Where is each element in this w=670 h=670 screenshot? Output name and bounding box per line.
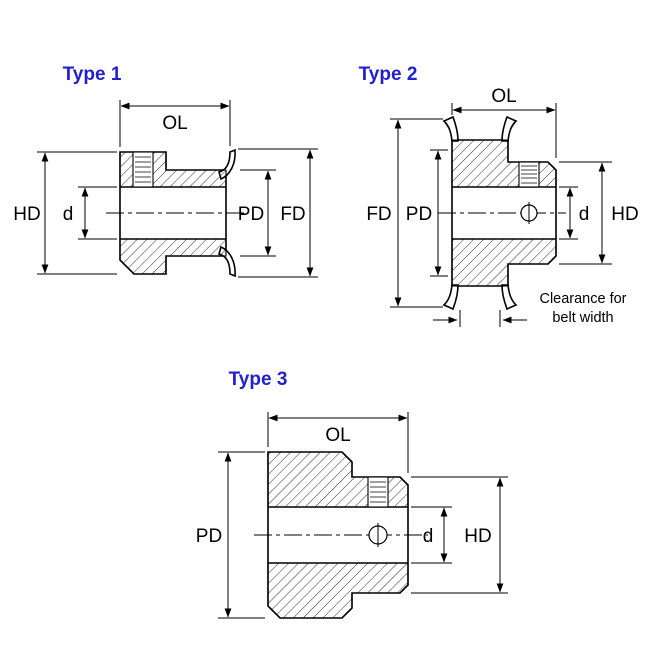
type2-clearance-note-line1: Clearance for xyxy=(539,291,626,307)
type2-d-dimension: d xyxy=(559,186,590,240)
type1-d-dimension: d xyxy=(63,186,117,240)
type2-flange-lip-top-right xyxy=(501,115,518,142)
type2-hatch-top xyxy=(451,139,557,188)
type2-ol-dimension: OL xyxy=(451,86,557,158)
type2-title: Type 2 xyxy=(359,64,418,85)
type3-ol-label: OL xyxy=(325,425,350,446)
type3-title: Type 3 xyxy=(229,369,288,390)
type2-ol-label: OL xyxy=(491,86,516,107)
type3-drawing: Type 3 OL PD xyxy=(196,369,508,619)
type3-pd-dimension: PD xyxy=(196,451,265,619)
type3-ol-dimension: OL xyxy=(267,412,409,473)
type3-hatch-bottom xyxy=(267,562,409,619)
type1-drawing: Type 1 OL HD xyxy=(13,64,318,278)
type1-title: Type 1 xyxy=(63,64,122,85)
type1-hd-dimension: HD xyxy=(13,151,117,275)
type2-pd-label: PD xyxy=(406,204,432,225)
type1-hd-label: HD xyxy=(13,204,40,225)
type3-pd-label: PD xyxy=(196,526,222,547)
type1-ol-label: OL xyxy=(162,113,187,134)
type2-flange-lip-bottom-left xyxy=(442,284,459,311)
type2-hatch-bottom xyxy=(451,238,557,287)
type2-clearance-note-line2: belt width xyxy=(552,310,613,326)
type1-ol-dimension: OL xyxy=(119,100,231,147)
type2-flange-lip-bottom-right xyxy=(501,284,518,311)
type2-pd-dimension: PD xyxy=(406,149,448,277)
type2-set-screw xyxy=(518,161,540,188)
type2-flange-lip-top-left xyxy=(442,115,459,142)
type2-set-screw-hole xyxy=(520,202,538,224)
type2-fd-dimension: FD xyxy=(366,118,443,308)
type3-d-label: d xyxy=(423,526,434,547)
type1-pd-label: PD xyxy=(238,204,264,225)
type2-hd-label: HD xyxy=(611,204,638,225)
type3-set-screw xyxy=(367,476,389,508)
type1-hatch-bottom xyxy=(119,238,227,275)
type2-fd-label: FD xyxy=(366,204,391,225)
type2-clearance-callout: Clearance for belt width xyxy=(433,291,627,327)
type3-hd-label: HD xyxy=(464,526,491,547)
type2-d-label: d xyxy=(579,204,590,225)
type1-d-label: d xyxy=(63,204,74,225)
type3-set-screw-hole xyxy=(368,523,388,547)
type1-pd-dimension: PD xyxy=(238,169,276,257)
type3-hd-dimension: HD xyxy=(411,476,508,594)
type3-d-dimension: d xyxy=(411,506,452,564)
type1-fd-dimension: FD xyxy=(238,148,318,278)
type1-fd-label: FD xyxy=(280,204,305,225)
type2-drawing: Type 2 OL xyxy=(359,64,639,327)
type1-set-screw xyxy=(132,151,154,188)
type2-hd-dimension: HD xyxy=(559,161,639,265)
